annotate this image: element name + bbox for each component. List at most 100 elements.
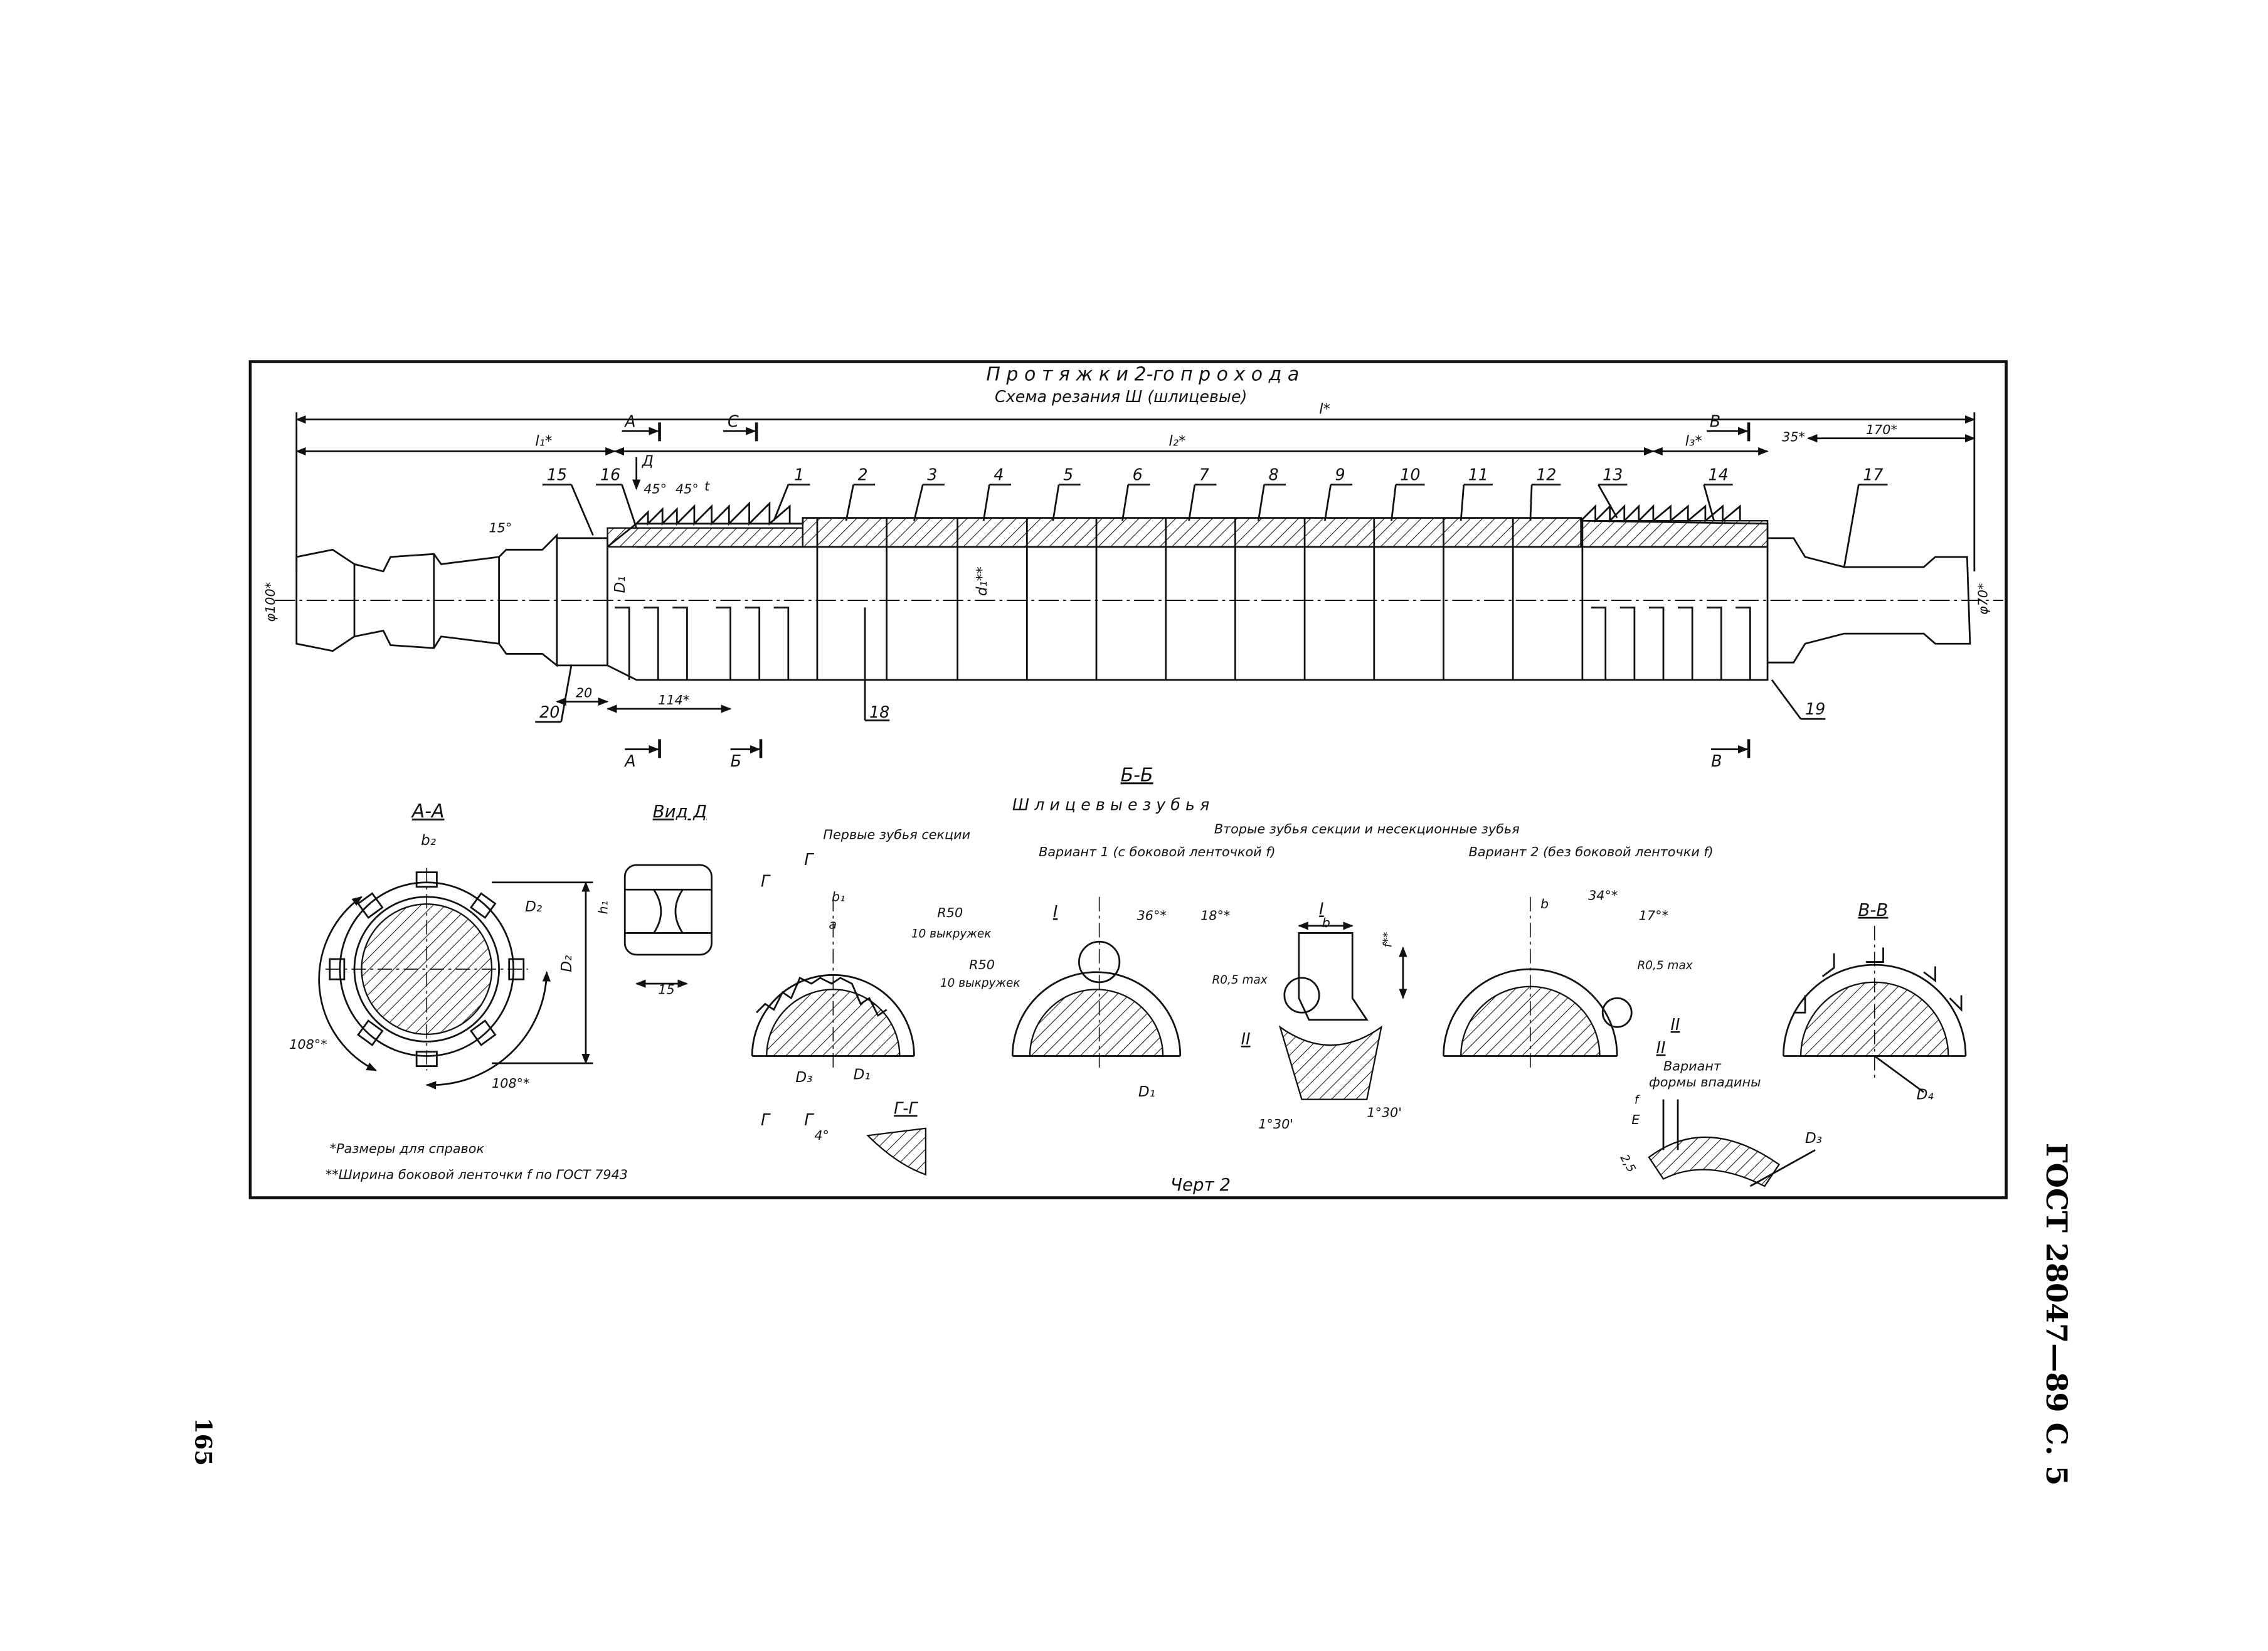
footnote-1: *Размеры для справок — [330, 1141, 485, 1156]
drawing-title: П р о т я ж к и 2-го п р о х о д а — [986, 364, 1299, 386]
total-length-label: l* — [1319, 401, 1330, 418]
callout-12: 12 — [1536, 465, 1556, 484]
dim-35: 35* — [1782, 429, 1805, 444]
section-a-bottom: А — [623, 751, 635, 770]
view-aa — [318, 868, 593, 1090]
view-d — [623, 864, 713, 988]
spline-teeth-label: Ш л и ц е в ы е з у б ь я — [1012, 795, 1209, 814]
detail-i — [1278, 921, 1407, 1100]
detail-ii-label: II — [1241, 1029, 1251, 1048]
g-mark-1: Г — [761, 872, 771, 891]
bulge-2: 10 выкружек — [940, 977, 1020, 990]
D1-dim: D₁ — [612, 576, 628, 593]
dim-25: 2,5 — [1618, 1152, 1638, 1175]
view-bb-first — [751, 896, 915, 1071]
view-vv-title: В-В — [1858, 900, 1888, 920]
section-v-top: В — [1710, 411, 1720, 430]
D1-label-b: D₁ — [1138, 1084, 1155, 1100]
g-mark-3: Г — [761, 1110, 771, 1129]
r05-label-1: R0,5 max — [1212, 974, 1268, 987]
t-dim: t — [704, 479, 710, 494]
callout-7: 7 — [1199, 465, 1209, 484]
f-label: f** — [1381, 932, 1394, 948]
section-s-top: С — [728, 411, 739, 430]
second-teeth-label: Вторые зубья секции и несекционные зубья — [1214, 821, 1520, 836]
callouts: 1 2 3 4 5 6 7 8 9 10 11 12 13 14 15 16 1… — [539, 465, 1883, 721]
standard-reference: ГОСТ 28047—89 С. 5 — [2040, 1143, 2074, 1486]
r05-label-2: R0,5 max — [1638, 959, 1693, 972]
angle-34: 34°* — [1588, 888, 1618, 903]
callout-5: 5 — [1063, 465, 1073, 484]
callout-4: 4 — [994, 465, 1004, 484]
l2-label: l₂* — [1168, 433, 1185, 449]
angle-130-b: 1°30' — [1367, 1105, 1402, 1120]
angle-108-a: 108°* — [289, 1037, 327, 1052]
dim-170: 170* — [1866, 422, 1897, 437]
angle-17: 17°* — [1639, 908, 1668, 923]
h1-label: h₁ — [596, 901, 611, 914]
variant-valley-2: формы впадины — [1649, 1075, 1761, 1090]
callout-11: 11 — [1468, 465, 1488, 484]
section-v-bottom: В — [1711, 751, 1722, 770]
callout-20: 20 — [539, 703, 559, 721]
detail-ii-label-b: II — [1671, 1015, 1680, 1034]
b2-label: b₂ — [421, 832, 436, 849]
b-label-a: b — [1322, 915, 1330, 930]
callout-14: 14 — [1709, 465, 1729, 484]
callout-15: 15 — [547, 465, 567, 484]
f-small: f — [1635, 1094, 1640, 1107]
broach-body — [275, 501, 2003, 681]
bulge-1: 10 выкружек — [911, 927, 992, 940]
phi-100: φ100* — [263, 582, 278, 622]
angle-4: 4° — [814, 1128, 829, 1143]
page-number: 165 — [189, 1418, 217, 1466]
D1-label-a: D₁ — [854, 1066, 871, 1083]
section-b-bottom: Б — [731, 751, 741, 770]
detail-i-label: I — [1053, 902, 1057, 921]
callout-3: 3 — [927, 465, 937, 484]
D3-label: D₃ — [795, 1070, 812, 1086]
variant2-label: Вариант 2 (без боковой ленточки f) — [1469, 844, 1714, 859]
dim-114: 114* — [658, 693, 689, 708]
D2-label: D₂ — [525, 899, 542, 915]
callout-9: 9 — [1335, 465, 1345, 484]
valley-variant — [1648, 1099, 1816, 1187]
dim-20-b: 20 — [576, 686, 592, 701]
variant1-label: Вариант 1 (с боковой ленточкой f) — [1039, 844, 1276, 859]
d1-dim: d₁** — [974, 566, 990, 596]
variant-valley-1: Вариант — [1663, 1059, 1722, 1074]
drawing-number: Черт 2 — [1170, 1174, 1231, 1195]
callout-19: 19 — [1805, 699, 1825, 718]
drawing-subtitle: Схема резания Ш (шлицевые) — [995, 387, 1247, 406]
angle-45-a: 45° — [644, 481, 667, 496]
view-bb-variant2 — [1443, 896, 1633, 1071]
angle-45-b: 45° — [676, 481, 699, 496]
callout-8: 8 — [1268, 465, 1278, 484]
r50-2: R50 — [969, 957, 995, 972]
detail-ii-label-c: II — [1656, 1038, 1665, 1057]
e-label: E — [1631, 1112, 1640, 1127]
callout-1: 1 — [794, 465, 804, 484]
D2-label-b: D₂ — [559, 955, 575, 972]
callout-6: 6 — [1133, 465, 1143, 484]
view-bb-title: Б-Б — [1121, 764, 1153, 786]
view-aa-title: А-А — [411, 800, 445, 822]
angle-108-b: 108°* — [492, 1076, 529, 1091]
angle-15: 15° — [489, 521, 512, 536]
angle-36: 36°* — [1137, 908, 1167, 923]
drawing-frame — [248, 360, 2008, 1199]
footnote-2: **Ширина боковой ленточки f по ГОСТ 7943 — [326, 1167, 628, 1182]
D4-label: D₄ — [1917, 1087, 1934, 1103]
callout-2: 2 — [858, 465, 868, 484]
callout-13: 13 — [1603, 465, 1623, 484]
callout-18: 18 — [869, 703, 889, 721]
section-a-top: А — [623, 411, 635, 430]
dim-15: 15 — [658, 982, 674, 997]
view-d-title: Вид Д — [653, 801, 707, 822]
gg-section — [866, 1127, 927, 1176]
view-gg-title: Г-Г — [894, 1099, 918, 1118]
view-d-mark: Д — [642, 454, 654, 470]
D3-label-b: D₃ — [1805, 1130, 1822, 1147]
